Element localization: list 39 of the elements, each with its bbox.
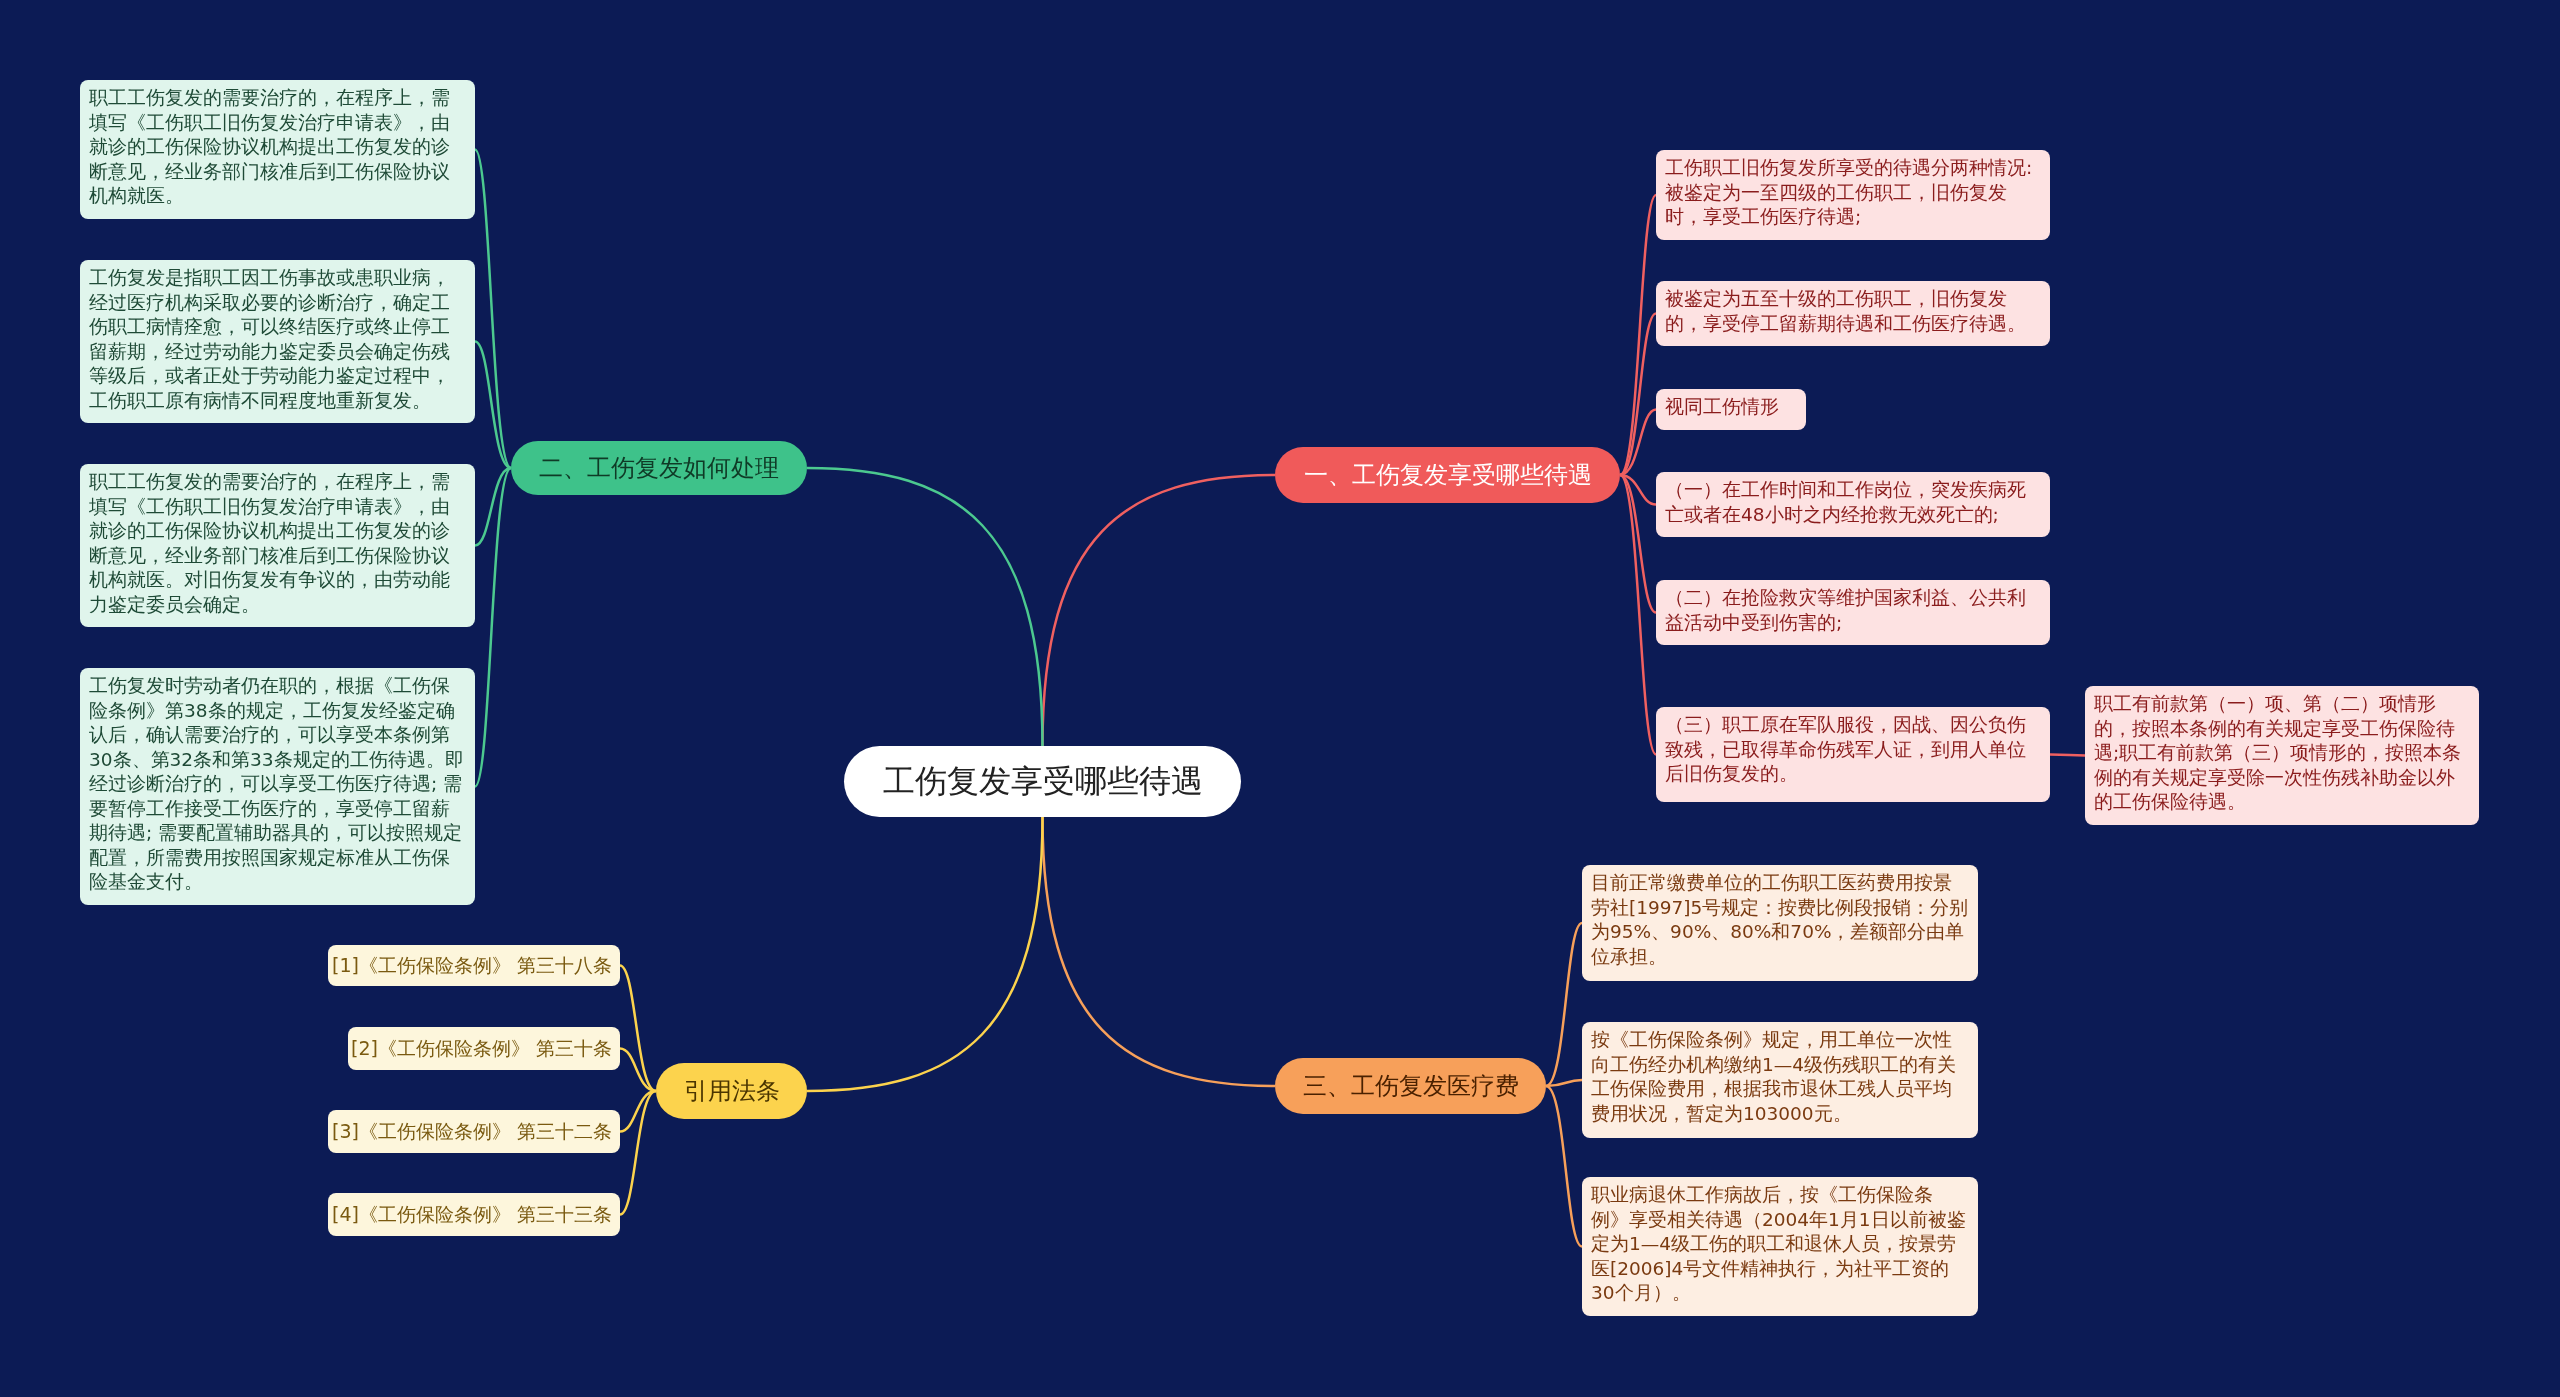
note-box: 视同工伤情形 [1656, 389, 1806, 430]
connector-line [474, 466, 512, 547]
connector-line [1619, 473, 1657, 614]
reference-box: [1]《工伤保险条例》 第三十八条 [328, 945, 620, 986]
topic-box: 引用法条 [656, 1063, 807, 1119]
connector-line [1545, 1078, 1583, 1088]
reference-box: [2]《工伤保险条例》 第三十条 [348, 1027, 620, 1070]
note-box: 工伤职工旧伤复发所享受的待遇分两种情况:被鉴定为一至四级的工伤职工，旧伤复发时，享受工伤医疗待遇; [1656, 150, 2050, 240]
connector-line [806, 816, 1044, 1093]
note-box: 被鉴定为五至十级的工伤职工，旧伤复发的，享受停工留薪期待遇和工伤医疗待遇。 [1656, 281, 2050, 346]
reference-box: [4]《工伤保险条例》 第三十三条 [328, 1193, 620, 1236]
connector-line [2050, 753, 2085, 757]
connector-line [619, 1089, 657, 1216]
connector-line [619, 1047, 657, 1093]
connector-line [619, 964, 657, 1093]
note-box: 工伤复发是指职工因工伤事故或患职业病，经过医疗机构采取必要的诊断治疗，确定工伤职工病情痊愈，可以终结医疗或终止停工留薪期，经过劳动能力鉴定委员会确定伤残等级后，或者正处于劳动能力鉴定过程中，工伤职工原有病情不同程度地重新复发。 [80, 260, 475, 423]
note-box: 职工工伤复发的需要治疗的，在程序上，需填写《工伤职工旧伤复发治疗申请表》，由就诊的工伤保险协议机构提出工伤复发的诊断意见，经业务部门核准后到工伤保险协议机构就医。对旧伤复发有争议的，由劳动能力鉴定委员会确定。 [80, 464, 475, 627]
central-topic: 工伤复发享受哪些待遇 [844, 746, 1241, 817]
note-box: （三）职工原在军队服役，因战、因公负伤致残，已取得革命伤残军人证，到用人单位后旧伤复发的。 [1656, 707, 2050, 802]
note-box: （一）在工作时间和工作岗位，突发疾病死亡或者在48小时之内经抢救无效死亡的; [1656, 472, 2050, 537]
topic-box: 二、工伤复发如何处理 [511, 441, 807, 495]
connector-line [1619, 194, 1658, 476]
connector-line [474, 340, 512, 470]
connector-line [473, 148, 512, 469]
note-box: 职工工伤复发的需要治疗的，在程序上，需填写《工伤职工旧伤复发治疗申请表》，由就诊的工伤保险协议机构提出工伤复发的诊断意见，经业务部门核准后到工伤保险协议机构就医。 [80, 80, 475, 219]
note-box: 职业病退休工作病故后，按《工伤保险条例》享受相关待遇（2004年1月1日以前被鉴定为1—4级工伤的职工和退休人员，按景劳医[2006]4号文件精神执行，为社平工资的30个月）。 [1582, 1177, 1978, 1316]
connector-line [1619, 474, 1658, 756]
reference-box: [3]《工伤保险条例》 第三十二条 [328, 1110, 620, 1153]
note-box: （二）在抢险救灾等维护国家利益、公共利益活动中受到伤害的; [1656, 580, 2050, 645]
connector-line [806, 466, 1044, 747]
topic-box: 一、工伤复发享受哪些待遇 [1275, 447, 1620, 503]
topic-box: 三、工伤复发医疗费 [1275, 1058, 1546, 1114]
connector-line [1545, 922, 1583, 1088]
note-box: 工伤复发时劳动者仍在职的，根据《工伤保险条例》第38条的规定，工伤复发经鉴定确认后，确认需要治疗的，可以享受本条例第30条、第32条和第33条规定的工伤待遇。即经过诊断治疗的，可以享受工伤医疗待遇; 需要暂停工作接受工伤医疗的，享受停工留薪期待遇; 需要配置辅助器具的，可以按照规定配置，所需费用按照国家规定标准从工伤保险基金支付。 [80, 668, 475, 905]
connector-line [1545, 1084, 1583, 1248]
note-box: 目前正常缴费单位的工伤职工医药费用按景劳社[1997]5号规定：按费比例段报销：分别为95%、90%、80%和70%，差额部分由单位承担。 [1582, 865, 1978, 981]
connector-line [473, 467, 512, 788]
note-box: 按《工伤保险条例》规定，用工单位一次性向工伤经办机构缴纳1—4级伤残职工的有关工伤保险费用，根据我市退休工残人员平均费用状况，暂定为103000元。 [1582, 1022, 1978, 1138]
note-box: 职工有前款第（一）项、第（二）项情形的，按照本条例的有关规定享受工伤保险待遇;职工有前款第（三）项情形的，按照本条例的有关规定享受除一次性伤残补助金以外的工伤保险待遇。 [2085, 686, 2479, 825]
